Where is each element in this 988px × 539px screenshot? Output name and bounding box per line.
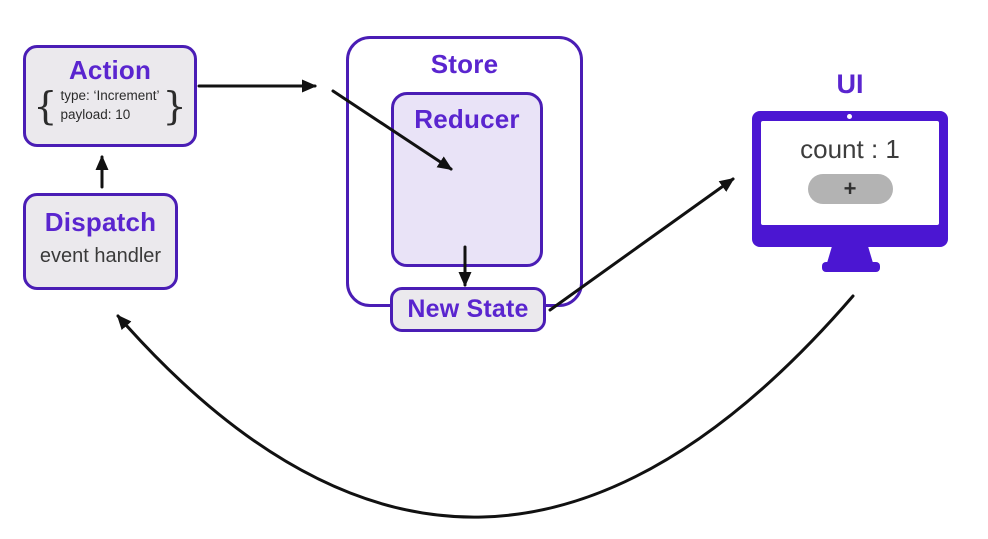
brace-open-icon: { [33,84,58,128]
reducer-node: Reducer [391,92,543,267]
dispatch-title: Dispatch [44,207,157,237]
action-title: Action [68,55,152,85]
reducer-title: Reducer [414,104,520,134]
dispatch-node: Dispatch event handler [23,193,178,290]
payload-line-type: type: ‘Increment’ [60,88,160,104]
dispatch-subtitle: event handler [39,245,162,267]
store-title: Store [430,49,499,79]
brace-close-icon: } [162,84,187,128]
action-payload: { type: ‘Increment’ payload: 10 } [26,87,194,125]
ui-title: UI [836,69,864,99]
monitor-frame: count : 1 + [752,111,948,247]
action-payload-lines: type: ‘Increment’ payload: 10 [60,87,159,124]
increment-button[interactable]: + [807,174,893,204]
new-state-node: New State [390,287,546,332]
action-node: Action { type: ‘Increment’ payload: 10 } [23,45,197,147]
camera-dot-icon [847,114,852,119]
monitor-screen: count : 1 + [761,121,939,225]
payload-line-payload: payload: 10 [60,107,131,122]
counter-value: count : 1 [800,134,900,164]
monitor-base [822,262,880,272]
monitor-stand [827,246,873,263]
new-state-title: New State [407,295,529,323]
